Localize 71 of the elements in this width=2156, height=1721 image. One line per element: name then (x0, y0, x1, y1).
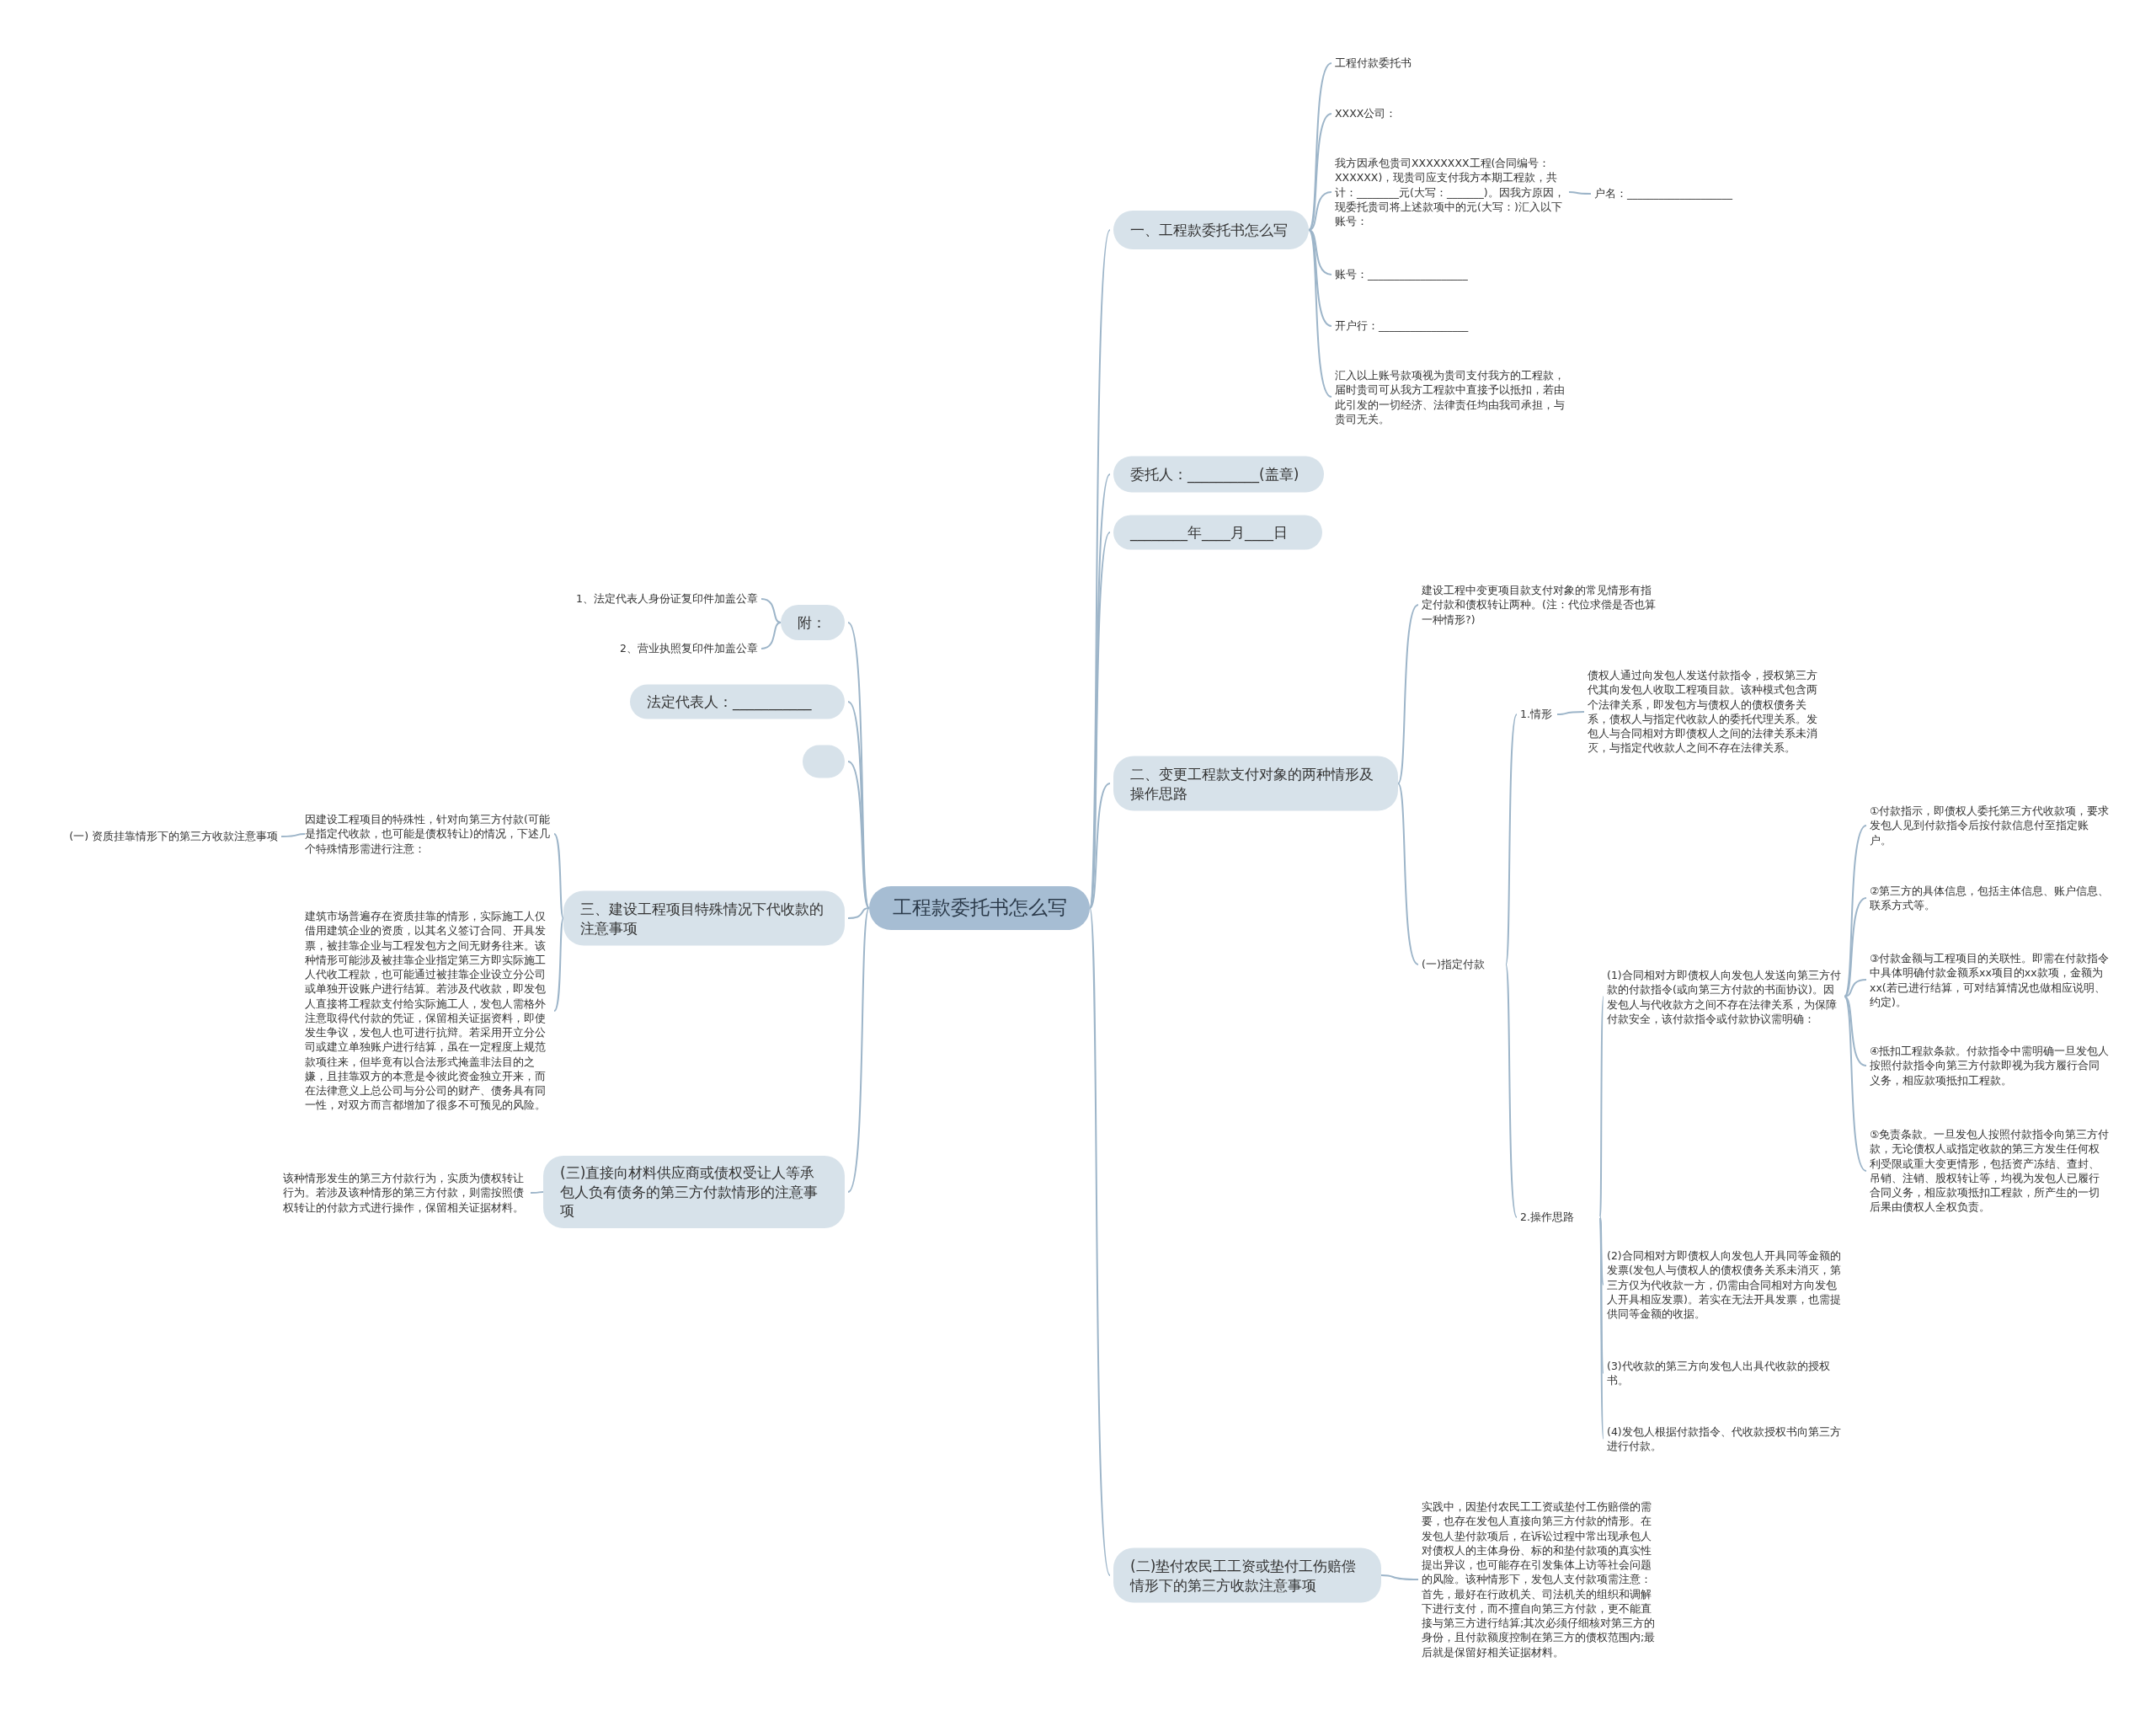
branch-line (1397, 604, 1419, 784)
branch-line (1308, 229, 1332, 275)
branch-line (1599, 1216, 1604, 1285)
topic-pill: (二)垫付农民工工资或垫付工伤赔偿情形下的第三方收款注意事项 (1113, 1547, 1381, 1603)
branch-line (1308, 229, 1332, 327)
topic-text: XXXX公司： (1335, 106, 1545, 121)
topic-text: (2)合同相对方即债权人向发包人开具同等金额的发票(发包人与债权人的债权债务关系未消灭，第三方仅为代收款一方，仍需由合同相对方向发包人开具相应发票)。若实在无法开具发票，也需提供同等金额的收据。 (1607, 1248, 1844, 1322)
branch-line (1844, 825, 1867, 997)
branch-line (1308, 62, 1332, 231)
branch-line (760, 598, 782, 623)
topic-text: 因建设工程项目的特殊性，针对向第三方付款(可能是指定代收款，也可能是债权转让)的情况，下述几个特殊情形需进行注意： (305, 812, 551, 856)
branch-line (847, 761, 870, 909)
branch-line (1397, 783, 1419, 965)
topic-text: 债权人通过向发包人发送付款指令，授权第三方代其向发包人收取工程项目款。该种模式包含两个法律关系，即发包方与债权人的债权债务关系，债权人与指定代收款人的委托代理关系。发包人与合同相对方即债权人之间的法律关系未消灭，与指定代收款人之间不存在法律关系。 (1588, 668, 1822, 756)
topic-text: ③付款金额与工程项目的关联性。即需在付款指令中具体明确付款金额系xx项目的xx款项，金额为xx(若已进行结算，可对结算情况也做相应说明、约定)。 (1870, 950, 2110, 1009)
topic-text: 2、营业执照复印件加盖公章 (522, 641, 758, 656)
branch-line (1380, 1574, 1419, 1580)
topic-text: 2.操作思路 (1520, 1210, 1600, 1225)
topic-text: ①付款指示，即债权人委托第三方代收款项，要求发包人见到付款指令后按付款信息付至指定账户。 (1870, 804, 2110, 847)
topic-text: 建设工程中变更项目款支付对象的常见情形有指定付款和债权转让两种。(注：代位求偿是否也算一种情形?) (1422, 583, 1662, 627)
branch-line (1844, 979, 1867, 997)
topic-text: 户名：____________________ (1594, 186, 1788, 201)
topic-text: 实践中，因垫付农民工工资或垫付工伤赔偿的需要，也存在发包人直接向第三方付款的情形。在发包人垫付款项后，在诉讼过程中常出现承包人对债权人的主体身份、标的和垫付款项的真实性提出异议，也可能存在引发集体上访等社会问题的风险。该种情形下，发包人支付款项需注意：首先，最好在行政机关、司法机关的组织和调解下进行支付，而不擅自向第三方付款，更不能直接与第三方进行结算;其次必须仔细核对第三方的身份，且付款额度控制在第三方的债权范围内;最后就是保留好相关证据材料。 (1422, 1499, 1659, 1660)
topic-text: 建筑市场普遍存在资质挂靠的情形，实际施工人仅借用建筑企业的资质，以其名义签订合同、开具发票，被挂靠企业与工程发包方之间无财务往来。该种情形可能涉及被挂靠企业指定第三方即实际施工人代收工程款，也可能通过被挂靠企业设立分公司或单独开设账户进行结算。若涉及代收款，即发包人直接将工程款支付给实际施工人，发包人需格外注意取得代付款的凭证，保留相关证据资料，即使发生争议，发包人也可进行抗辩。若采用开立分公司或建立单独账户进行结算，虽在一定程度上规范款项往来，但毕竟有以合法形式掩盖非法目的之嫌，且挂靠双方的本意是令彼此资金独立开来，而在法律意义上总公司与分公司的财产、债务具有同一性，对双方而言都增加了很多不可预见的风险。 (305, 909, 551, 1113)
branch-line (1308, 191, 1332, 231)
topic-pill: 一、工程款委托书怎么写 (1113, 211, 1309, 249)
branch-line (553, 833, 564, 919)
empty-pill (803, 745, 845, 778)
topic-pill: 二、变更工程款支付对象的两种情形及操作思路 (1113, 756, 1398, 811)
topic-pill: ________年____月____日 (1113, 515, 1322, 550)
branch-line (530, 1191, 544, 1194)
branch-line (1844, 996, 1867, 1172)
topic-text: (4)发包人根据付款指令、代收款授权书向第三方进行付款。 (1607, 1424, 1844, 1454)
topic-pill: 三、建设工程项目特殊情况下代收款的注意事项 (563, 890, 845, 946)
branch-line (1089, 907, 1111, 1576)
branch-line (553, 917, 564, 1012)
topic-text: 账号：___________________ (1335, 267, 1545, 282)
topic-text: (1)合同相对方即债权人向发包人发送向第三方付款的付款指令(或向第三方付款的书面协议)。因发包人与代收款方之间不存在法律关系，为保障付款安全，该付款指令或付款协议需明确： (1607, 967, 1844, 1026)
topic-pill: (三)直接向材料供应商或债权受让人等承包人负有债务的第三方付款情形的注意事项 (543, 1156, 845, 1228)
branch-line (760, 622, 782, 649)
branch-line (1599, 1216, 1604, 1440)
topic-text: ④抵扣工程款条款。付款指令中需明确一旦发包人按照付款指令向第三方付款即视为我方履行合同义务，相应款项抵扣工程款。 (1870, 1044, 2110, 1088)
branch-line (1308, 113, 1332, 231)
branch-line (1844, 897, 1867, 997)
branch-line (1505, 714, 1518, 965)
branch-line (847, 907, 870, 1193)
topic-text: 汇入以上账号款项视为贵司支付我方的工程款，届时贵司可从我方工程款中直接予以抵扣，若由此引发的一切经济、法律责任均由我司承担，与贵司无关。 (1335, 367, 1571, 426)
topic-text: ②第三方的具体信息，包括主体信息、账户信息、联系方式等。 (1870, 883, 2110, 913)
topic-text: (3)代收款的第三方向发包人出具代收款的授权书。 (1607, 1358, 1844, 1388)
branch-line (1599, 996, 1604, 1218)
branch-line (280, 833, 306, 837)
branch-line (1308, 229, 1332, 398)
branch-line (1505, 964, 1518, 1218)
topic-text: ⑤免责条款。一旦发包人按照付款指令向第三方付款，无论债权人或指定收款的第三方发生任何权利受限或重大变更情形，包括资产冻结、查封、吊销、注销、股权转让等，均视为发包人已履行合同义务，相应款项抵扣工程款，所产生的一切后果由债权人全权负责。 (1870, 1127, 2110, 1215)
branch-line (1568, 191, 1592, 195)
topic-text: 开户行：_________________ (1335, 318, 1545, 334)
topic-text: 1.情形 (1520, 707, 1557, 722)
topic-text: 1、法定代表人身份证复印件加盖公章 (522, 591, 758, 607)
topic-pill: 附： (781, 605, 845, 640)
branch-line (1844, 996, 1867, 1066)
topic-pill: 法定代表人：___________ (630, 684, 845, 719)
branch-line (1556, 711, 1585, 715)
central-topic: 工程款委托书怎么写 (869, 886, 1090, 930)
topic-text: 该种情形发生的第三方付款行为，实质为债权转让行为。若涉及该种情形的第三方付款，则需按照债权转让的付款方式进行操作，保留相关证据材料。 (283, 1171, 527, 1215)
topic-text: 工程付款委托书 (1335, 56, 1545, 71)
branch-line (847, 907, 870, 919)
topic-pill: 委托人：__________(盖章) (1113, 456, 1324, 493)
topic-text: (一) 资质挂靠情形下的第三方收款注意事项 (34, 829, 278, 844)
branch-line (1089, 783, 1111, 909)
topic-text: 我方因承包贵司XXXXXXXX工程(合同编号：XXXXXX)，现贵司应支付我方本期工程款，共计：________元(大写：_______)。因我方原因，现委托贵司将上述款项中的元(大写：)汇入以下账号： (1335, 155, 1569, 229)
topic-text: (一)指定付款 (1422, 957, 1506, 972)
